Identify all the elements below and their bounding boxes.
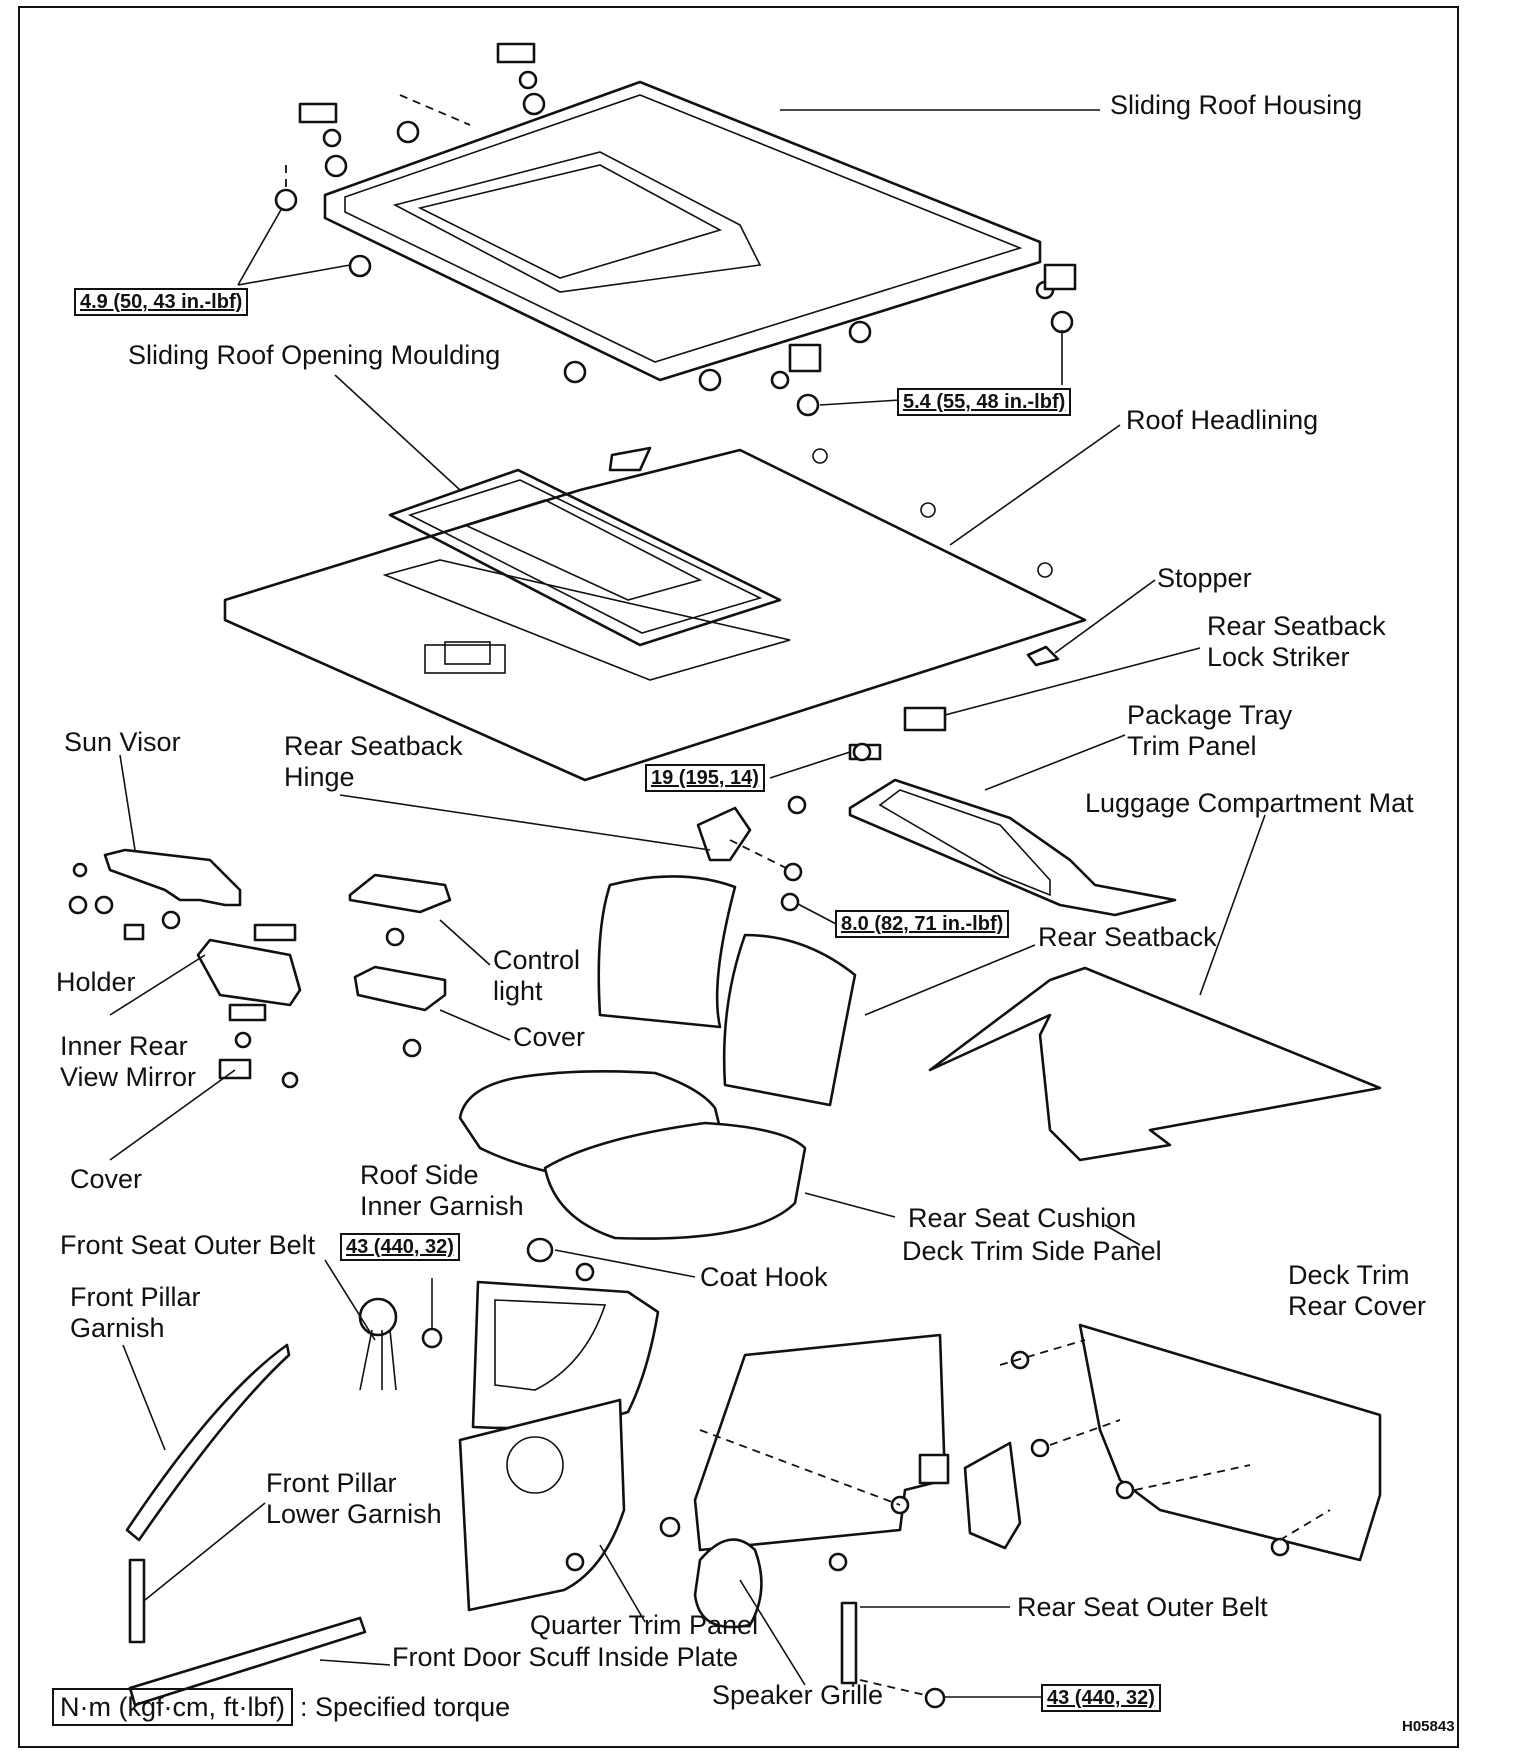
luggage-compartment-mat-part [928,966,1382,1162]
label-roof-side-inner-garnish-2: Inner Garnish [360,1191,524,1221]
label-rear-seatback: Rear Seatback [1038,922,1217,952]
sun-visor-part [68,848,242,941]
torque-rear-belt: 43 (440, 32) [1041,1684,1161,1712]
label-sliding-roof-housing: Sliding Roof Housing [1110,90,1363,120]
label-sun-visor: Sun Visor [64,727,181,757]
label-rear-seatback-hinge-2: Hinge [284,762,355,792]
torque-housing-left: 4.9 (50, 43 in.-lbf) [74,288,249,316]
label-cover-mirror: Cover [70,1164,143,1194]
label-inner-rear-view-mirror-2: View Mirror [60,1062,197,1092]
label-quarter-trim-panel: Quarter Trim Panel [530,1610,759,1640]
label-speaker-grille: Speaker Grille [712,1680,884,1710]
quarter-trim-panel-part [458,1398,681,1612]
inner-rear-view-mirror-part [196,923,302,1089]
rear-seatback-hinge-part [696,795,807,912]
label-rear-seat-cushion: Rear Seat Cushion [908,1203,1137,1233]
label-rear-seatback-lock-striker-1: Rear Seatback [1207,611,1386,641]
label-front-pillar-lower-garnish-2: Lower Garnish [266,1499,442,1529]
sliding-roof-housing-part [323,80,1042,382]
label-deck-trim-side-panel: Deck Trim Side Panel [902,1236,1162,1266]
front-door-scuff-inside-plate-part [128,1616,367,1707]
label-sliding-roof-opening-moulding: Sliding Roof Opening Moulding [128,340,501,370]
torque-lock-striker: 19 (195, 14) [645,764,765,792]
label-roof-side-inner-garnish-1: Roof Side [360,1160,479,1190]
label-control-light-2: light [493,976,543,1006]
legend-unit-box: N·m (kgf·cm, ft·lbf) [52,1688,293,1726]
label-front-seat-outer-belt: Front Seat Outer Belt [60,1230,316,1260]
roof-side-inner-garnish-part [471,1280,660,1430]
label-rear-seat-outer-belt: Rear Seat Outer Belt [1017,1592,1268,1622]
front-seat-outer-belt-part [358,1297,443,1391]
label-front-pillar-garnish-1: Front Pillar [70,1282,201,1312]
roof-headlining-part [223,446,1087,782]
label-control-light-1: Control [493,945,581,975]
rear-seatback-part [597,875,857,1107]
control-light-part [348,873,452,1058]
deck-trim-rear-cover-part [1010,1323,1382,1562]
label-inner-rear-view-mirror-1: Inner Rear [60,1031,188,1061]
label-front-pillar-lower-garnish-1: Front Pillar [266,1468,397,1498]
legend-text: : Specified torque [300,1692,511,1722]
label-rear-seatback-hinge-1: Rear Seatback [284,731,463,761]
label-package-tray-trim-panel-2: Trim Panel [1127,731,1257,761]
diagram-frame [18,6,1459,1748]
label-deck-trim-rear-cover-1: Deck Trim [1288,1260,1410,1290]
rear-seat-cushion-part [458,1070,807,1240]
speaker-grille-part [693,1538,763,1629]
label-cover-control: Cover [513,1022,586,1052]
torque-seatback-hinge: 8.0 (82, 71 in.-lbf) [835,910,1010,938]
label-rear-seatback-lock-striker-2: Lock Striker [1207,642,1350,672]
label-front-pillar-garnish-2: Garnish [70,1313,165,1343]
package-tray-trim-panel-part [848,778,1177,917]
label-front-door-scuff-inside-plate: Front Door Scuff Inside Plate [392,1642,739,1672]
deck-trim-side-panel-part [693,1333,1022,1572]
torque-front-belt: 43 (440, 32) [340,1233,460,1261]
figure-id: H05843 [1402,1718,1455,1735]
label-package-tray-trim-panel-1: Package Tray [1127,700,1293,730]
coat-hook-part [526,1237,595,1282]
label-coat-hook: Coat Hook [700,1262,828,1292]
front-pillar-garnish-part [125,1343,291,1542]
label-roof-headlining: Roof Headlining [1126,405,1319,435]
housing-fasteners [274,42,1077,417]
torque-housing-right: 5.4 (55, 48 in.-lbf) [897,388,1072,416]
leader-lines [109,94,1331,1698]
sliding-roof-opening-moulding-part [388,468,782,647]
lock-striker-part [848,706,947,762]
label-stopper: Stopper [1157,563,1252,593]
rear-seat-outer-belt-part [840,1601,946,1709]
label-holder: Holder [56,967,136,997]
front-pillar-lower-garnish-part [128,1558,146,1644]
label-deck-trim-rear-cover-2: Rear Cover [1288,1291,1427,1321]
label-luggage-compartment-mat: Luggage Compartment Mat [1085,788,1414,818]
